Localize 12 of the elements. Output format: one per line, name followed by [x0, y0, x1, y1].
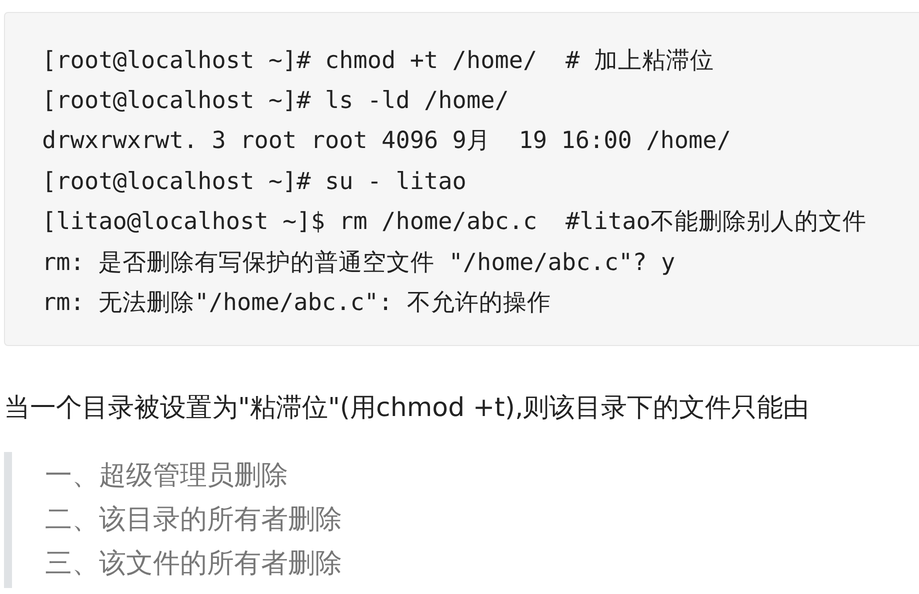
list-item: 三、该文件的所有者删除 [45, 547, 342, 581]
code-line: [litao@localhost ~]$ rm /home/abc.c #litao不能删除别人的文件 [42, 206, 866, 236]
code-line: drwxrwxrwt. 3 root root 4096 9月 19 16:00 /home/ [42, 125, 731, 155]
code-line: [root@localhost ~]# ls -ld /home/ [42, 85, 509, 115]
code-line: rm: 无法删除"/home/abc.c": 不允许的操作 [42, 287, 551, 317]
code-block [4, 12, 919, 346]
code-line: rm: 是否删除有写保护的普通空文件 "/home/abc.c"? y [42, 247, 676, 277]
code-line: [root@localhost ~]# chmod +t /home/ # 加上粘滞位 [42, 45, 714, 75]
list-item: 二、该目录的所有者删除 [45, 503, 342, 537]
code-line: [root@localhost ~]# su - litao [42, 166, 466, 196]
list-item: 一、超级管理员删除 [45, 459, 288, 493]
paragraph: 当一个目录被设置为"粘滞位"(用chmod +t),则该目录下的文件只能由 [4, 392, 810, 425]
